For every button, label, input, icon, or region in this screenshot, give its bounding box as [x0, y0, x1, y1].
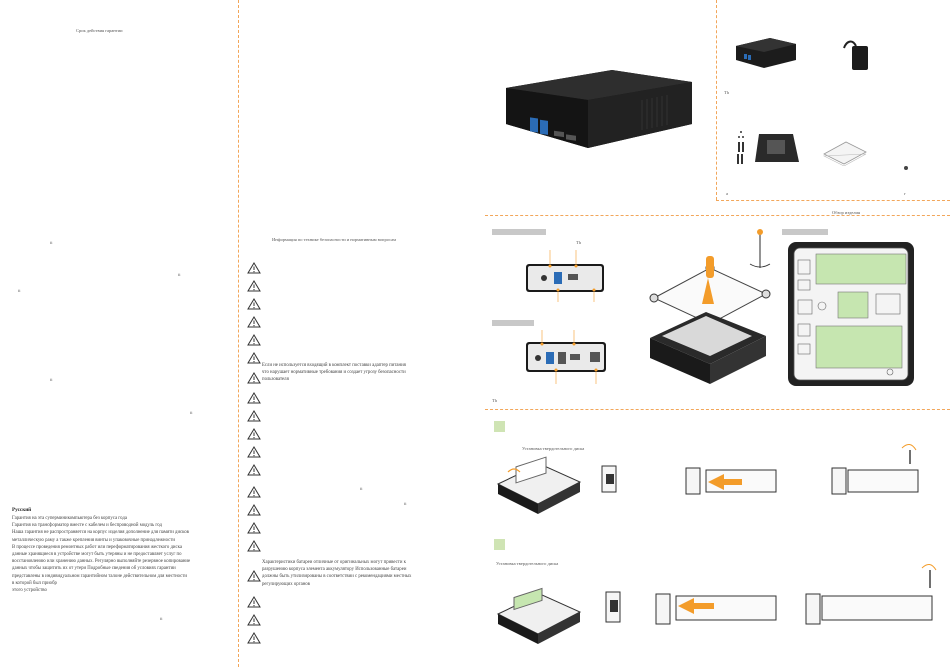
- step-2-marker: [494, 539, 505, 550]
- safety-title: Информация по технике безопасности и нор…: [272, 237, 396, 242]
- language-heading: Русский: [12, 507, 32, 513]
- ssd-step-title: Установка твердотельного диска: [496, 561, 559, 566]
- safety-mark: ii: [404, 501, 407, 506]
- warranty-body: Гарантия на эта суперминикомпьютера без …: [12, 516, 191, 594]
- warning-icon: [247, 464, 261, 476]
- overview-title: Обзор изделия: [832, 210, 861, 215]
- warning-icon: [247, 410, 261, 422]
- warranty-mark: ii: [18, 288, 21, 293]
- warning-icon: [247, 596, 261, 608]
- warning-icon: [247, 486, 261, 498]
- mini-pc-hero-image: [506, 70, 692, 148]
- front-panel-diagram: [526, 250, 604, 302]
- ssd-fasten-diagram-1: [831, 444, 919, 495]
- warning-icon: [247, 540, 261, 552]
- box-th-label: Th: [724, 90, 729, 95]
- battery-note: Характеристики батареи отличные от ориги…: [262, 560, 412, 587]
- overview-section-th: Th: [492, 398, 497, 403]
- ssd-bracket-diagram-1: [601, 465, 617, 493]
- warning-icon: [247, 316, 261, 328]
- screw-icon: [904, 166, 908, 170]
- board-view-tab: [782, 229, 828, 235]
- warranty-mark: ii: [178, 272, 181, 277]
- ssd-insert-diagram-1: [685, 467, 777, 495]
- warning-icon: [247, 262, 261, 274]
- warranty-mark: ii: [50, 240, 53, 245]
- warning-icon: [247, 280, 261, 292]
- warning-icon: [247, 298, 261, 310]
- step-1-marker: [494, 421, 505, 432]
- rear-view-tab: [492, 320, 534, 326]
- motherboard-diagram: [788, 242, 914, 386]
- warning-icon: [247, 446, 261, 458]
- rear-panel-diagram: [526, 330, 606, 384]
- warranty-mark: ii: [190, 410, 193, 415]
- box-mini-pc-image: [736, 38, 796, 68]
- power-adapter-image: [843, 40, 868, 70]
- front-view-tab: [492, 229, 546, 235]
- safety-mark: ii: [360, 486, 363, 491]
- vesa-bracket-screws-image: [737, 131, 799, 164]
- warranty-mark: ii: [50, 377, 53, 382]
- warning-icon: [247, 614, 261, 626]
- overview-th-label: Th: [576, 240, 581, 245]
- ssd-insert-diagram-2: [655, 593, 777, 625]
- user-manual-image: [822, 141, 867, 166]
- box-corner-a: a: [726, 191, 728, 196]
- warranty-title: Срок действия гарантии: [76, 28, 123, 33]
- warning-icon: [247, 522, 261, 534]
- open-chassis-diagram-2: [496, 587, 582, 644]
- warning-icon: [247, 392, 261, 404]
- warning-icon: [247, 372, 261, 384]
- bottom-cover-removal-diagram: [649, 229, 771, 384]
- hdd-step-title: Установка твердотельного диска: [522, 446, 585, 451]
- warranty-footer-mark: ii: [160, 616, 163, 621]
- ssd-bracket-diagram-2: [605, 591, 621, 623]
- warning-icon: [247, 428, 261, 440]
- ssd-fasten-diagram-2: [805, 564, 937, 625]
- open-chassis-diagram-1: [496, 456, 582, 514]
- warning-icon: [247, 632, 261, 644]
- warning-icon: [247, 570, 261, 582]
- warning-icon: [247, 334, 261, 346]
- adapter-note: Если не используется входящий в комплект…: [262, 363, 406, 383]
- warning-icon: [247, 352, 261, 364]
- warning-icon: [247, 504, 261, 516]
- box-corner-b: г: [904, 191, 906, 196]
